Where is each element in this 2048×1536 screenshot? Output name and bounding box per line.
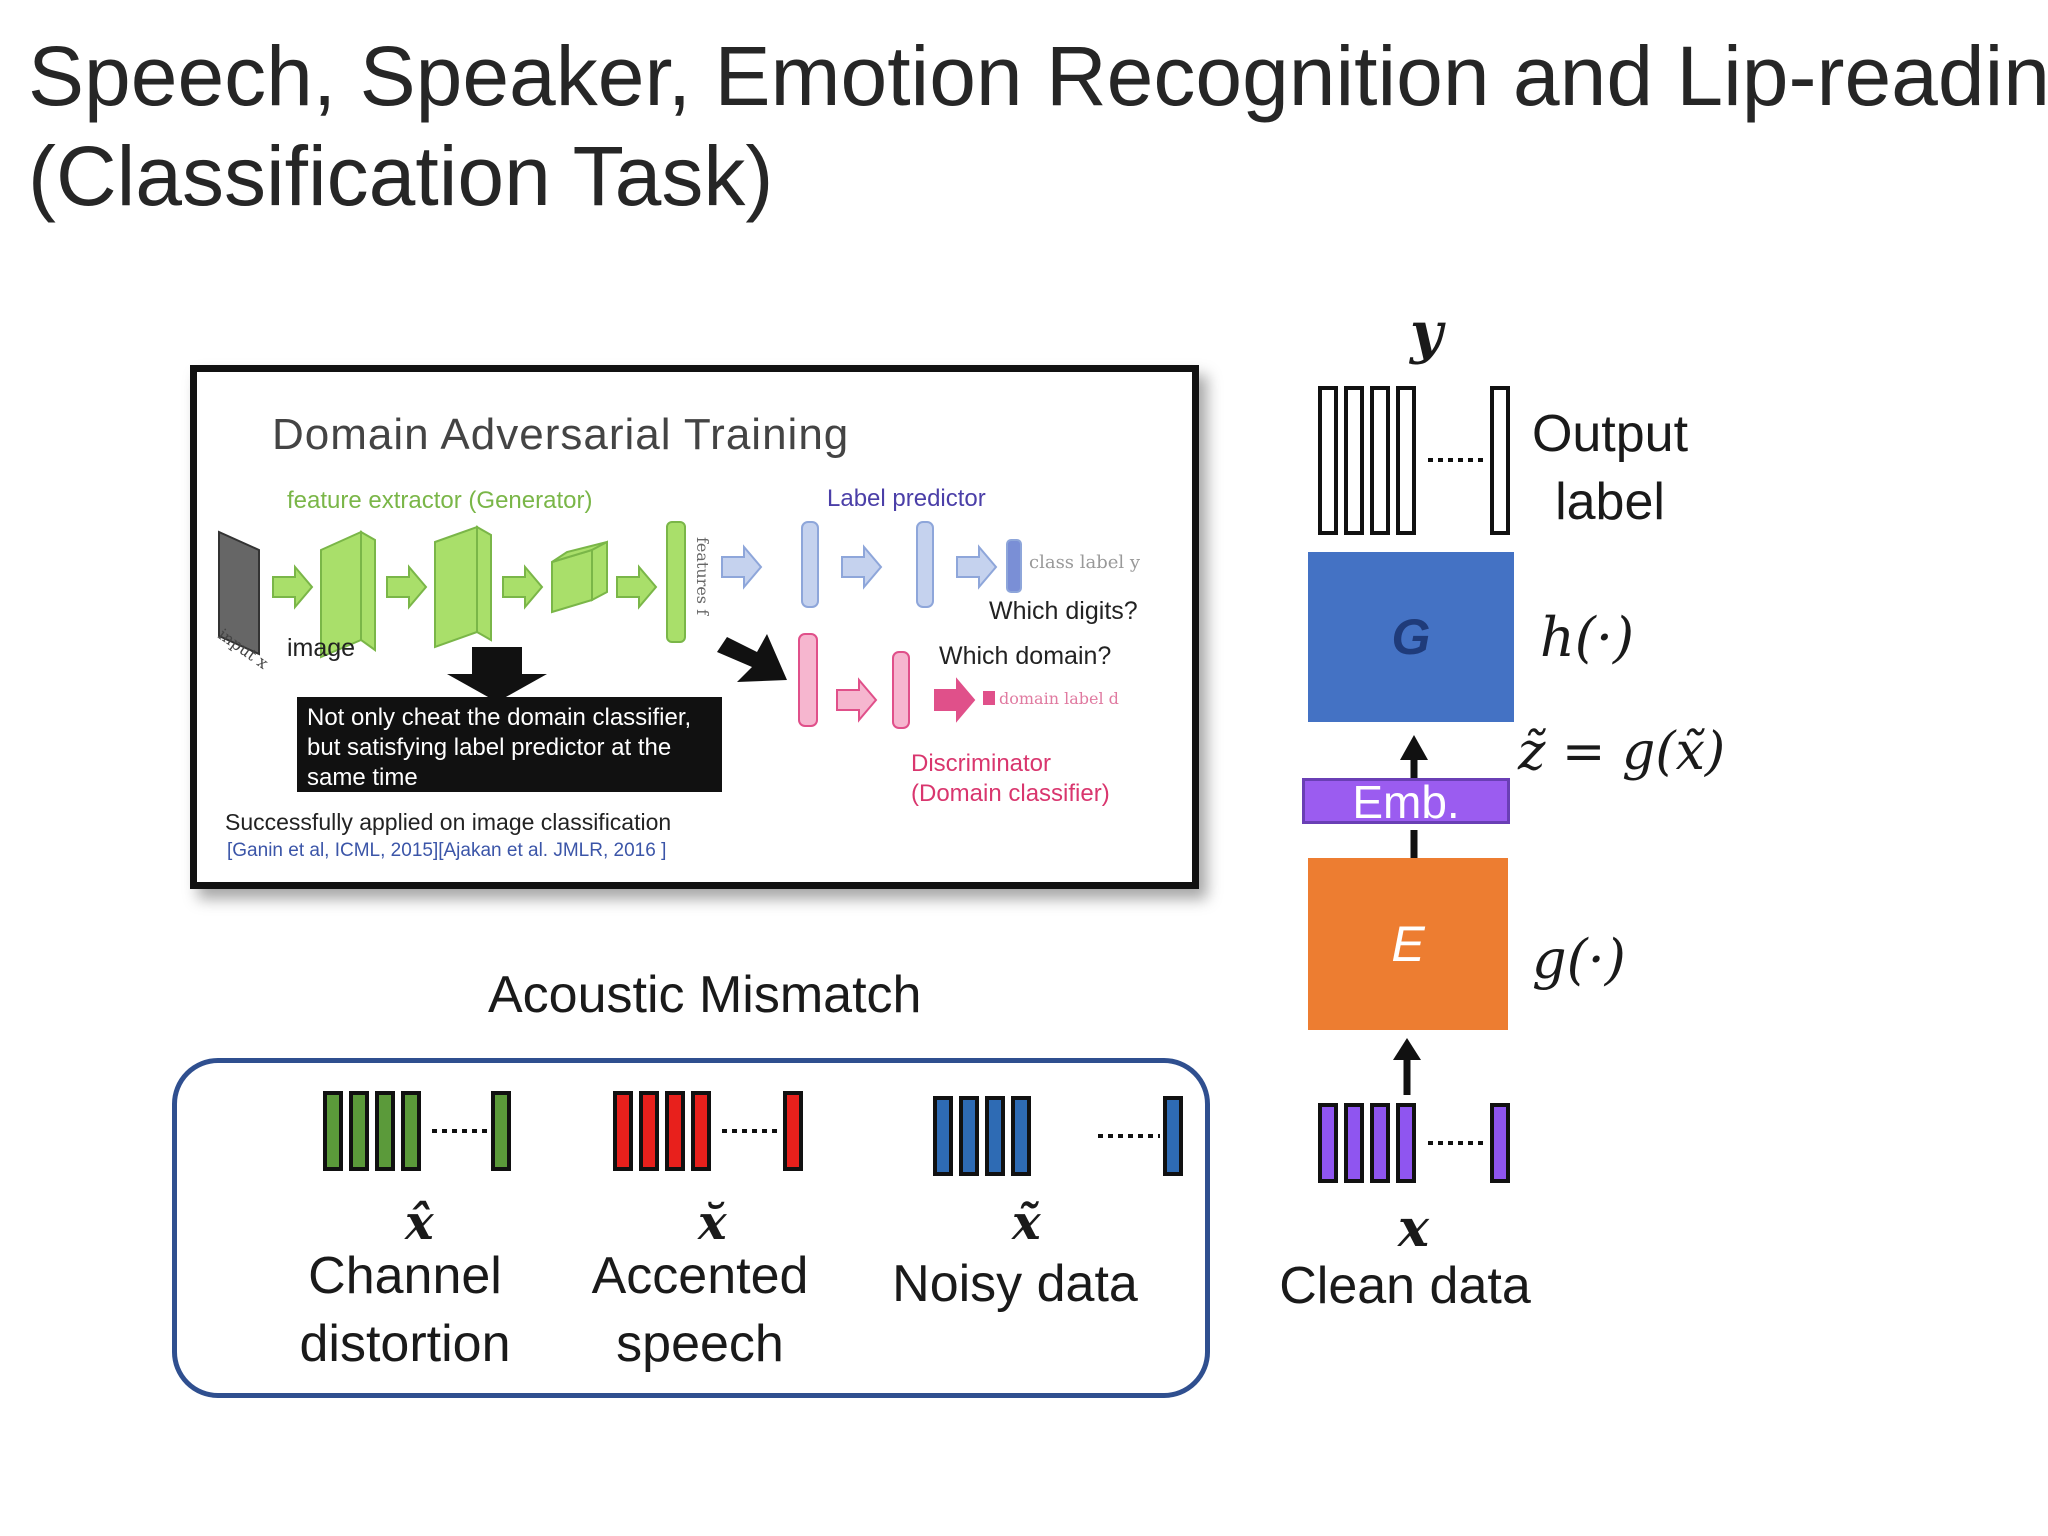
embedding-block: Emb. (1302, 778, 1510, 825)
output-label-2: label (1555, 473, 1665, 531)
clean-data-vectors (1318, 1103, 1510, 1183)
channel-distortion-vectors (323, 1091, 511, 1171)
diagonal-arrow-icon (717, 634, 787, 682)
arrow-icon (836, 677, 878, 723)
x-tilde-symbol: x̃ (1012, 1195, 1041, 1251)
which-digits-label: Which digits? (989, 597, 1138, 625)
acoustic-mismatch-title: Acoustic Mismatch (488, 966, 922, 1024)
accented-label-2: speech (616, 1315, 784, 1373)
domain-label-text: domain label d (999, 689, 1119, 708)
g-block: G (1308, 552, 1514, 722)
discriminator-label-1: Discriminator (911, 750, 1052, 777)
channel-label-2: distortion (299, 1315, 511, 1373)
label-predictor-label: Label predictor (827, 485, 986, 512)
g-function: g(·) (1532, 928, 1626, 991)
accented-speech-vectors (613, 1091, 803, 1171)
title-line-2: (Classification Task) (28, 129, 774, 223)
x-hat-symbol: x̂ (405, 1195, 434, 1251)
feature-extractor-label: feature extractor (Generator) (287, 487, 593, 514)
output-label-1: Output (1531, 405, 1689, 463)
discriminator-label-2: (Domain classifier) (911, 780, 1110, 807)
x-breve-symbol: x̆ (698, 1195, 727, 1251)
acoustic-mismatch-box (172, 1058, 1210, 1398)
up-arrow-icon (1400, 735, 1428, 760)
arrow-icon (841, 544, 883, 590)
channel-label-1: Channel (308, 1247, 502, 1305)
which-domain-label: Which domain? (939, 642, 1112, 670)
e-block: E (1308, 858, 1508, 1030)
network-drawing: features f input x class label y domain … (215, 521, 1141, 729)
class-output (1006, 539, 1022, 593)
image-label: image (287, 634, 356, 662)
citation: [Ganin et al, ICML, 2015][Ajakan et al. … (227, 840, 667, 861)
domain-adversarial-figure: Domain Adversarial Training feature extr… (190, 365, 1199, 889)
title-line-1: Speech, Speaker, Emotion Recognition and… (28, 29, 2048, 123)
success-note: Successfully applied on image classifica… (225, 809, 672, 835)
arrow-icon (956, 544, 998, 590)
discriminator-layer-2 (892, 651, 910, 729)
features-label: features f (693, 537, 712, 616)
predictor-layer-2 (916, 521, 934, 608)
class-label-text: class label y (1029, 552, 1141, 573)
callout-box: Not only cheat the domain classifier, bu… (297, 697, 722, 792)
noisy-label: Noisy data (892, 1255, 1138, 1313)
output-label-vectors (1318, 386, 1510, 535)
arrow-icon (934, 677, 976, 723)
z-equation: z̃ = g(x̃) (1518, 722, 1726, 782)
arrow-icon (616, 564, 658, 610)
arrow-icon (386, 564, 428, 610)
domain-output (983, 691, 995, 705)
arrow-icon (272, 564, 314, 610)
features-bar (666, 521, 686, 643)
y-symbol: y (1410, 300, 1443, 366)
up-arrow-icon (1393, 1038, 1421, 1060)
figure-title: Domain Adversarial Training (272, 410, 850, 459)
arrow-icon (502, 564, 544, 610)
accented-label-1: Accented (591, 1247, 809, 1305)
noisy-data-vectors (933, 1096, 1183, 1176)
clean-data-label: Clean data (1279, 1257, 1531, 1315)
down-arrow-icon (447, 647, 547, 702)
x-symbol: x (1398, 1198, 1430, 1259)
discriminator-layer-1 (798, 633, 818, 727)
predictor-layer-1 (801, 521, 819, 608)
input-image-icon (218, 530, 260, 656)
slide-title: Speech, Speaker, Emotion Recognition and… (28, 26, 2048, 226)
h-function: h(·) (1540, 606, 1635, 669)
arrow-icon (721, 544, 763, 590)
